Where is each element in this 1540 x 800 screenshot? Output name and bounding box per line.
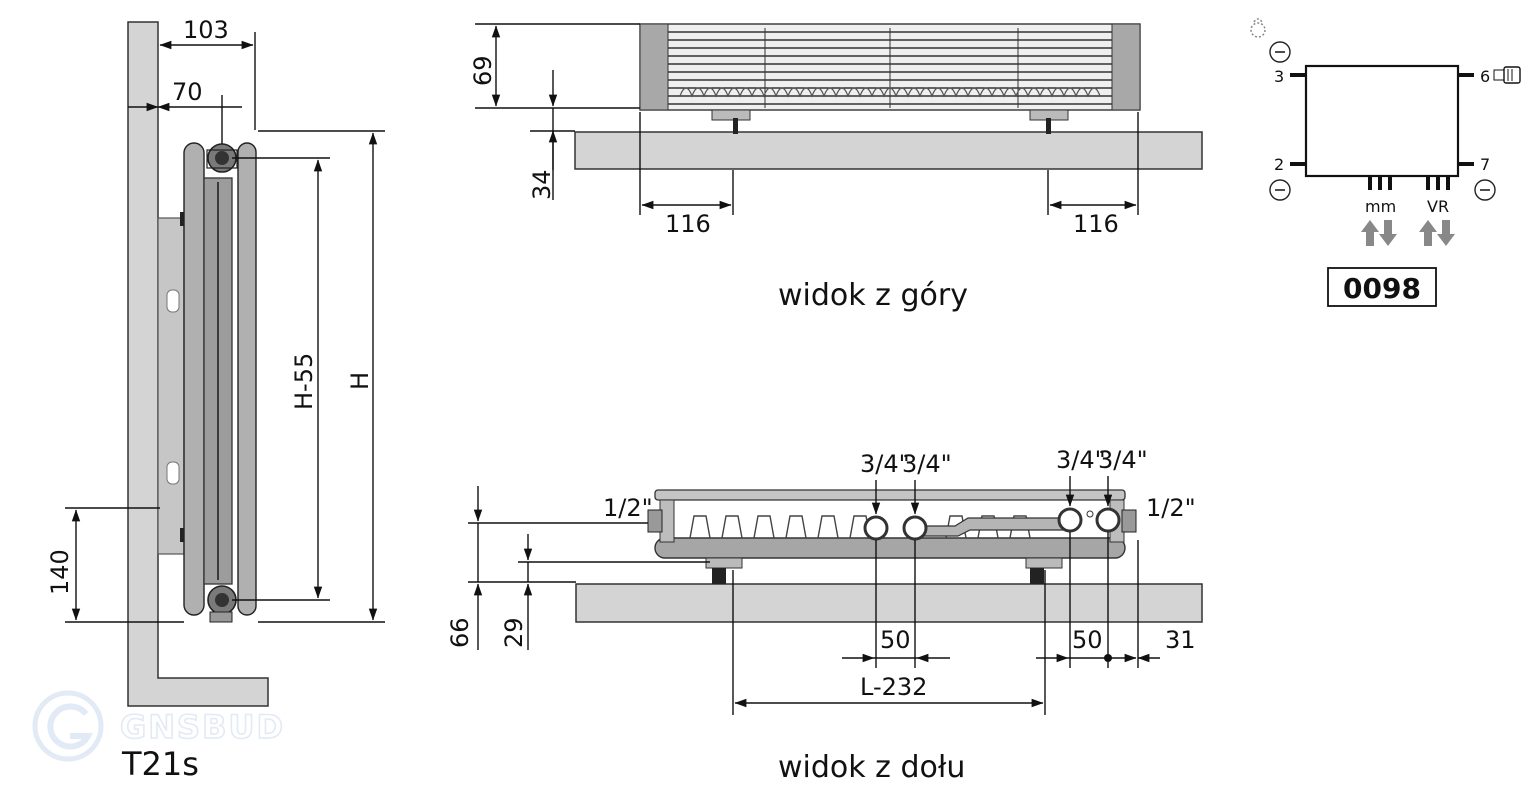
top-fins: [679, 87, 1101, 98]
connection-diagram: 3 2 6 7 mm VR 0098: [1250, 18, 1521, 307]
conn-label-left-1: 3/4": [860, 450, 910, 478]
code-box: [1327, 267, 1437, 307]
watermark-logo-g-icon: [47, 703, 94, 750]
bottom-mount-right: [1025, 557, 1063, 569]
dim-116-right: 116: [1073, 210, 1119, 238]
wall-section: [127, 21, 269, 707]
label-mm: mm: [1365, 197, 1396, 216]
connection-ring: [902, 515, 928, 541]
dim-31: 31: [1165, 626, 1196, 654]
radiator-panel-front: [237, 142, 257, 616]
port-3-label: 3: [1274, 67, 1284, 86]
dim-l232: L-232: [860, 673, 927, 701]
code-label: 0098: [1343, 272, 1421, 305]
radiator-panel-rear: [183, 142, 205, 616]
bracket-slot: [166, 461, 180, 485]
connection-ring: [863, 515, 889, 541]
watermark-logo-icon: [32, 690, 104, 762]
dim-50-right: 50: [1072, 626, 1103, 654]
thread-end-right: [1121, 509, 1137, 533]
grille-slats: [668, 28, 1112, 108]
bracket-clip: [180, 528, 185, 542]
watermark-text: GNSBUD: [120, 708, 285, 746]
dim-34: 34: [528, 169, 556, 200]
dim-140: 140: [46, 549, 74, 595]
connection-ring: [1095, 507, 1121, 533]
label-vr: VR: [1427, 197, 1449, 216]
dim-103: 103: [183, 16, 229, 44]
bracket-clip: [180, 212, 185, 226]
bottom-radiator-body: [654, 537, 1126, 559]
bottom-view: 3/4" 3/4" 3/4" 3/4" 1/2" 1/2" 66 29 50: [446, 446, 1203, 785]
wall-bracket: [157, 217, 185, 555]
connection-ring: [1057, 507, 1083, 533]
port-6-label: 6: [1480, 67, 1490, 86]
dim-29: 29: [500, 617, 528, 648]
dim-h: H: [346, 372, 374, 390]
thread-label-left: 1/2": [603, 494, 653, 522]
top-view: 69 34 116 116 widok z góry: [469, 23, 1203, 313]
flow-arrows-icon: [1361, 220, 1455, 246]
dim-50-left: 50: [880, 626, 911, 654]
minus-circle-icon: [1269, 41, 1291, 63]
top-view-wall: [574, 131, 1203, 170]
bottom-view-wall: [575, 583, 1203, 623]
minus-circle-icon: [1269, 179, 1291, 201]
dim-70: 70: [172, 78, 203, 106]
port-2-label: 2: [1274, 155, 1284, 174]
thread-end-left: [647, 509, 663, 533]
top-view-caption: widok z góry: [778, 278, 968, 313]
side-view: 103 70 H-55 H 140 T21s: [46, 16, 385, 783]
dim-116-left: 116: [665, 210, 711, 238]
bracket-slot: [166, 289, 180, 313]
dim-h55: H-55: [290, 353, 318, 410]
air-vent-icon: [1250, 18, 1266, 38]
bottom-mount-left: [705, 557, 743, 569]
watermark: GNSBUD: [32, 690, 285, 762]
connection-tube: [914, 517, 1071, 537]
bottom-view-caption: widok z dołu: [778, 750, 965, 785]
thermostat-valve-icon: [1493, 66, 1521, 84]
conn-label-right-2: 3/4": [1098, 446, 1148, 474]
conn-label-right-1: 3/4": [1056, 446, 1106, 474]
bottom-top-rail: [654, 489, 1126, 501]
minus-circle-icon: [1474, 179, 1496, 201]
thread-label-right: 1/2": [1146, 494, 1196, 522]
conn-label-left-2: 3/4": [902, 450, 952, 478]
dim-66: 66: [446, 617, 474, 648]
dim-69: 69: [469, 55, 497, 86]
model-label: T21s: [121, 745, 199, 783]
port-7-label: 7: [1480, 155, 1490, 174]
top-mount-left: [711, 109, 751, 121]
radiator-schematic: [1304, 64, 1460, 178]
